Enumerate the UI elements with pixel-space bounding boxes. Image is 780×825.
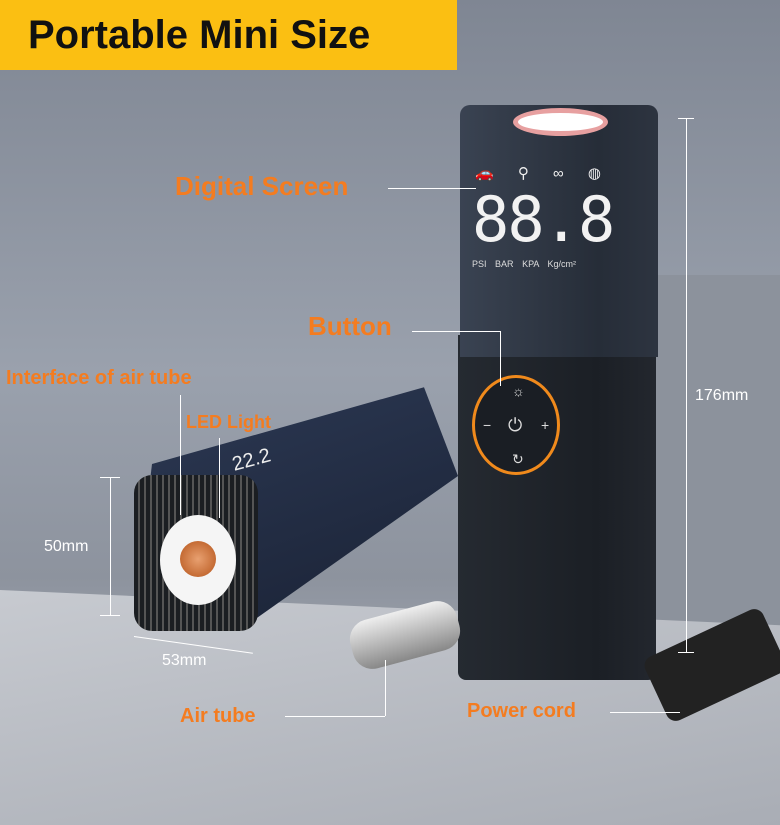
led-light-ring — [513, 108, 608, 136]
cycle-icon[interactable]: ↻ — [512, 451, 524, 467]
leader-line — [385, 660, 386, 716]
leader-line — [500, 331, 501, 386]
mode-icons: 🚗 ⚲ ∞ ◍ — [475, 165, 611, 182]
button-pad: ☼ − ⏻ + ↻ — [472, 375, 560, 475]
dimension-tick — [100, 477, 120, 478]
dimension-tick — [678, 118, 694, 119]
label-interface-air-tube: Interface of air tube — [6, 367, 192, 389]
screen-digits: 88.8 — [472, 183, 615, 256]
dimension-line-height — [686, 118, 687, 653]
nozzle-port-icon — [180, 541, 216, 577]
screen-units: PSI BAR KPA Kg/cm² — [472, 260, 576, 269]
label-digital-screen: Digital Screen — [175, 171, 349, 201]
unit-kpa: KPA — [522, 259, 539, 269]
dimension-tick — [100, 615, 120, 616]
label-power-cord: Power cord — [467, 700, 576, 722]
unit-kgcm2: Kg/cm² — [547, 259, 576, 269]
pump-tower-upper — [460, 105, 658, 357]
label-led-light: LED Light — [186, 412, 271, 432]
minus-icon[interactable]: − — [483, 417, 492, 433]
leader-line — [388, 188, 476, 189]
dimension-diameter: 50mm — [44, 538, 89, 555]
banner-title: Portable Mini Size — [28, 12, 371, 57]
leader-line — [285, 716, 385, 717]
power-icon[interactable]: ⏻ — [508, 415, 523, 435]
leader-line — [219, 438, 220, 518]
light-icon[interactable]: ☼ — [512, 383, 525, 399]
dimension-tick — [678, 652, 694, 653]
title-banner: Portable Mini Size — [0, 0, 457, 70]
plus-icon[interactable]: + — [541, 417, 550, 433]
leader-line — [610, 712, 680, 713]
label-air-tube: Air tube — [180, 705, 256, 727]
leader-line — [180, 395, 181, 515]
leader-line — [412, 331, 500, 332]
air-tube-interface — [160, 515, 236, 605]
label-button: Button — [308, 311, 392, 341]
dimension-height: 176mm — [695, 387, 749, 404]
dimension-width: 53mm — [162, 652, 207, 669]
dimension-line-diameter — [110, 477, 111, 615]
unit-bar: BAR — [495, 259, 514, 269]
unit-psi: PSI — [472, 259, 487, 269]
